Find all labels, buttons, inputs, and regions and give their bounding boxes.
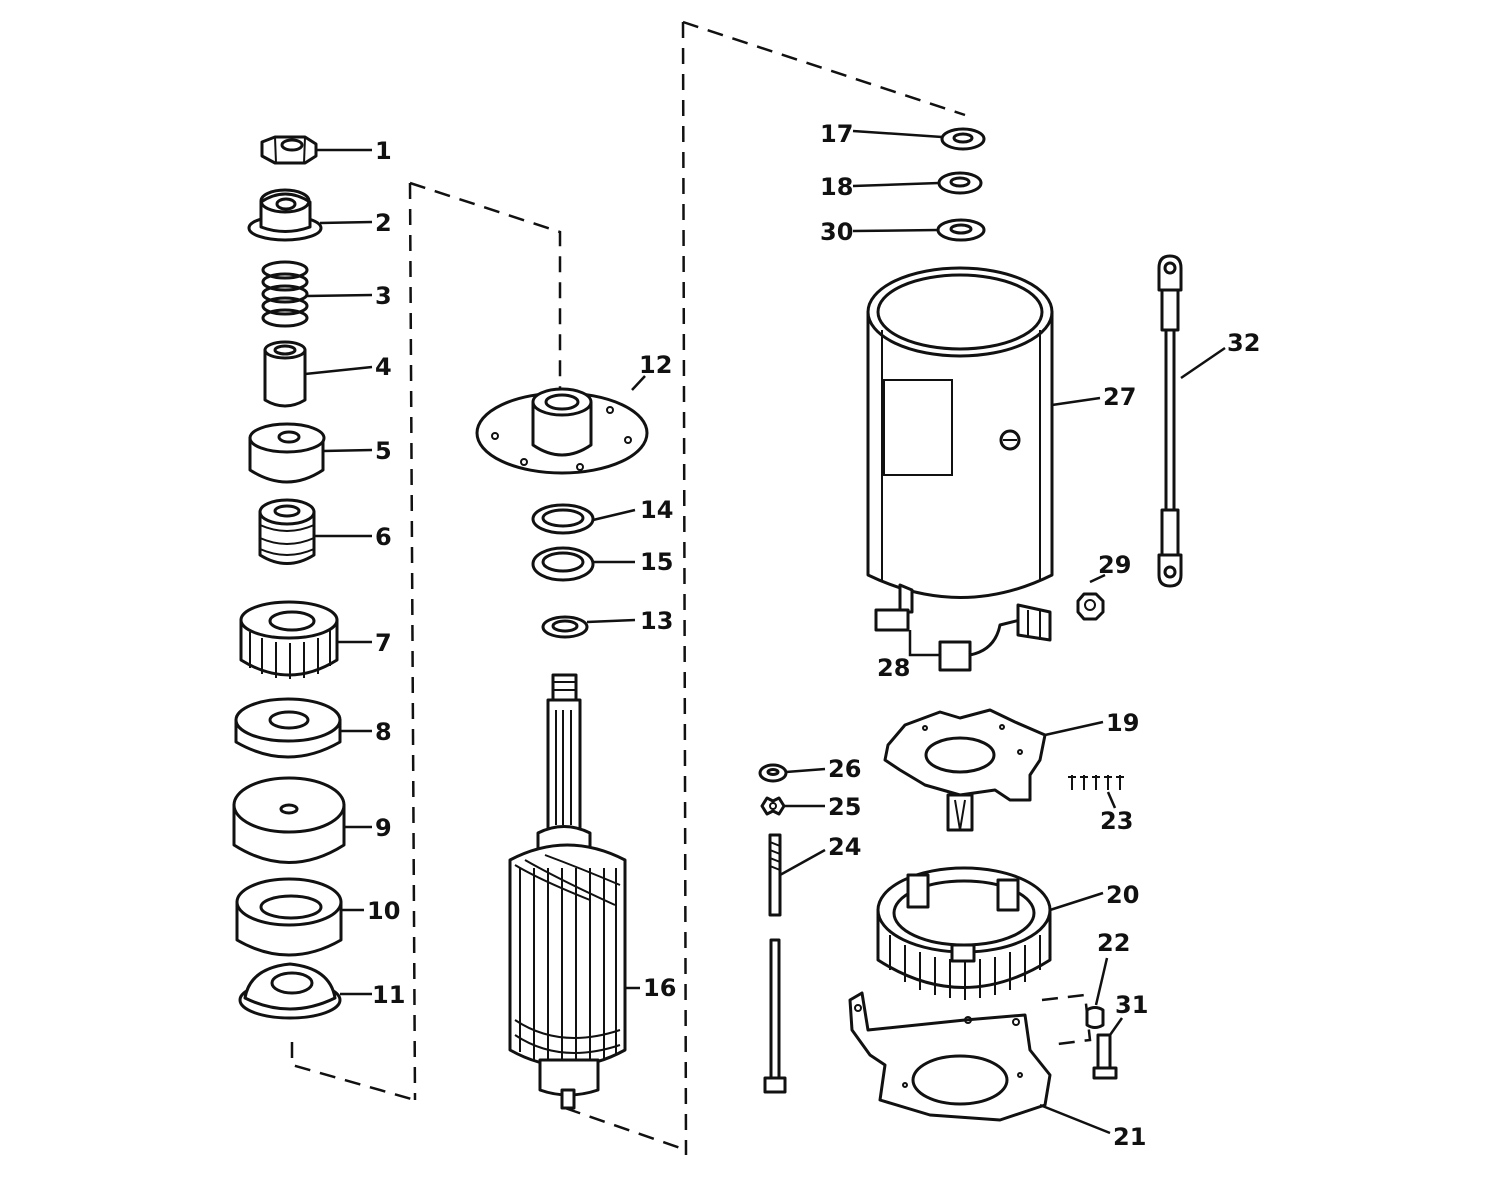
callout-1: 1 <box>375 137 392 165</box>
part-21-bracket <box>848 991 1052 1122</box>
part-32-lead-wire <box>1157 254 1183 588</box>
callout-16: 16 <box>643 974 676 1002</box>
part-29-nut <box>1076 592 1105 621</box>
callout-26: 26 <box>828 755 861 783</box>
callout-5: 5 <box>375 437 392 465</box>
part-17-washer <box>940 127 986 151</box>
part-30-washer <box>936 218 986 242</box>
callout-11: 11 <box>372 981 405 1009</box>
leader-lines <box>304 129 1226 1135</box>
part-26-nut <box>758 763 788 783</box>
part-2-cap <box>247 188 323 242</box>
part-7-pinion-gear <box>239 600 339 679</box>
part-11-stop-cup <box>238 962 342 1020</box>
callout-19: 19 <box>1106 709 1139 737</box>
part-18-washer <box>937 171 983 195</box>
part-1-nut <box>260 135 318 165</box>
callout-6: 6 <box>375 523 392 551</box>
callout-10: 10 <box>367 897 400 925</box>
part-14-seal <box>531 503 595 535</box>
callout-20: 20 <box>1106 881 1139 909</box>
callout-27: 27 <box>1103 383 1136 411</box>
callout-30: 30 <box>820 218 853 246</box>
part-8-washer <box>234 697 342 759</box>
part-12-end-plate <box>475 387 649 475</box>
part-16-armature <box>508 673 627 1110</box>
callout-21: 21 <box>1113 1123 1146 1151</box>
callout-4: 4 <box>375 353 392 381</box>
part-10-ring <box>235 877 343 957</box>
part-9-drive-cup <box>232 776 346 864</box>
part-5-collar <box>248 422 326 484</box>
callout-31: 31 <box>1115 991 1148 1019</box>
callout-22: 22 <box>1097 929 1130 957</box>
callout-12: 12 <box>639 351 672 379</box>
callout-18: 18 <box>820 173 853 201</box>
assembly-dash-lines <box>290 20 1092 1156</box>
part-19-brush-plate <box>883 708 1047 832</box>
callout-8: 8 <box>375 718 392 746</box>
callout-2: 2 <box>375 209 392 237</box>
part-4-sleeve <box>263 340 307 408</box>
part-13-o-ring <box>541 615 589 639</box>
callout-9: 9 <box>375 814 392 842</box>
callout-23: 23 <box>1100 807 1133 835</box>
part-6-drive-spring <box>258 498 316 565</box>
callout-25: 25 <box>828 793 861 821</box>
part-31-screw <box>1092 1033 1118 1080</box>
callout-29: 29 <box>1098 551 1131 579</box>
part-22-spring <box>1085 1006 1105 1029</box>
callout-13: 13 <box>640 607 673 635</box>
callout-labels: 1 2 3 4 5 6 7 8 9 10 11 12 13 14 15 16 1… <box>367 120 1260 1151</box>
callout-17: 17 <box>820 120 853 148</box>
callout-3: 3 <box>375 282 392 310</box>
callout-7: 7 <box>375 629 392 657</box>
callout-28: 28 <box>877 654 910 682</box>
part-23-screws <box>1068 775 1124 790</box>
part-3-spring <box>261 260 309 328</box>
part-27-field-frame <box>866 266 1054 614</box>
part-20-end-head <box>876 866 1052 1000</box>
callout-14: 14 <box>640 496 673 524</box>
callout-15: 15 <box>640 548 673 576</box>
part-28-brush-lead <box>874 603 1052 672</box>
callout-32: 32 <box>1227 329 1260 357</box>
part-15-seal <box>531 546 595 582</box>
part-25-lockwasher <box>760 796 786 816</box>
part-24-stud-bolts <box>763 833 787 1094</box>
callout-24: 24 <box>828 833 861 861</box>
